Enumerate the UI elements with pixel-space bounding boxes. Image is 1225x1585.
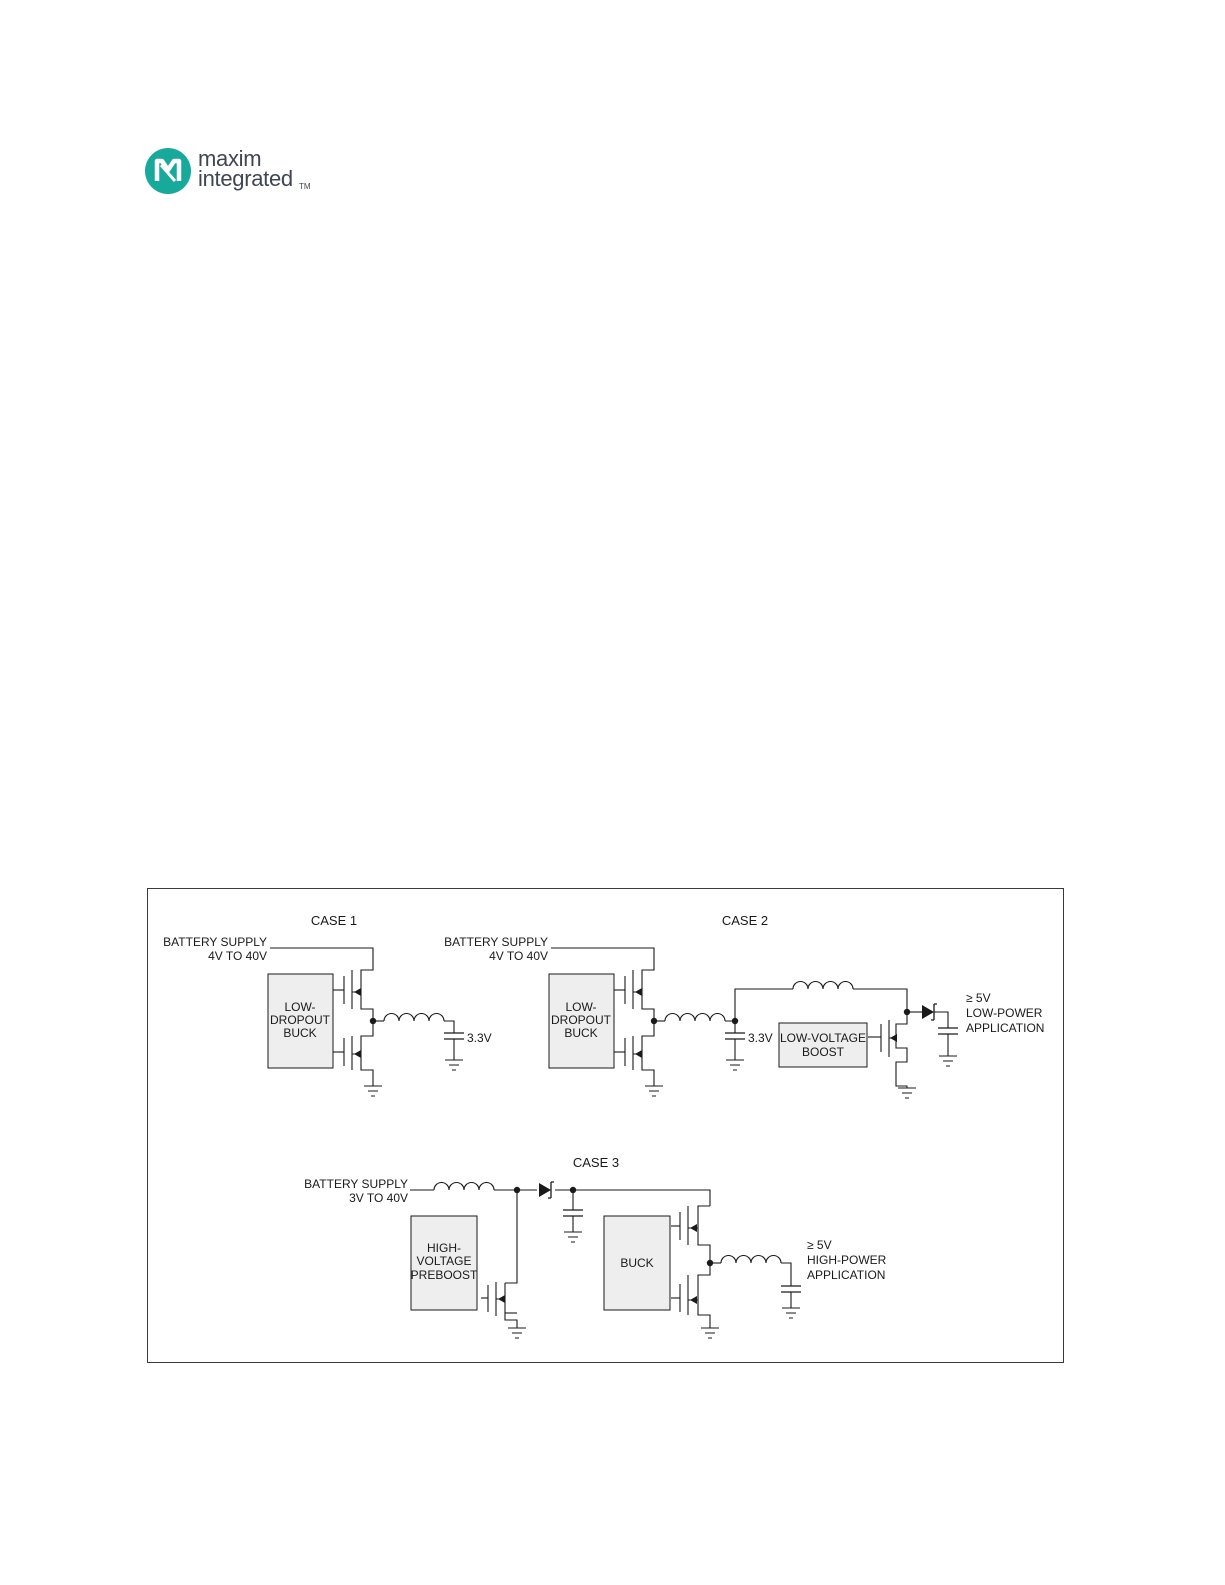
case-3-input-inductor: [434, 1183, 494, 1191]
case-2-high-side-mosfet: [625, 970, 642, 1009]
case-2-boost-line-1: LOW-VOLTAGE: [780, 1031, 866, 1045]
case-1-ground-fet: [364, 1086, 382, 1096]
case-2-title: CASE 2: [722, 913, 768, 928]
logo-word-integrated: integrated: [198, 168, 293, 190]
case-3: CASE 3 BATTERY SUPPLY 3V TO 40V: [304, 1155, 886, 1338]
case-3-title: CASE 3: [573, 1155, 619, 1170]
case-2-boost-mosfet: [881, 1020, 897, 1057]
case-2-app-capacitor: [938, 1028, 958, 1034]
case-3-boost-output-node: [570, 1187, 576, 1193]
case-1-title: CASE 1: [311, 913, 357, 928]
case-3-buck-inductor: [721, 1256, 781, 1264]
case-2-ground-fet: [645, 1086, 663, 1096]
case-3-supply-label: BATTERY SUPPLY: [304, 1177, 408, 1191]
case-3-preboost-mosfet: [488, 1282, 505, 1316]
case-2-boost-inductor: [793, 982, 853, 990]
power-architecture-diagram: CASE 1 BATTERY SUPPLY 4V TO 40V LOW- DRO…: [147, 888, 1064, 1363]
case-1-block-line-2: DROPOUT: [270, 1013, 331, 1027]
case-1-low-side-mosfet: [344, 1036, 361, 1070]
case-3-boost-node: [514, 1187, 520, 1193]
case-1-inductor: [384, 1014, 444, 1022]
maxim-logo-mark-icon: [145, 148, 191, 194]
case-2-output-capacitor: [725, 1033, 745, 1039]
case-2-switch-node: [651, 1018, 657, 1024]
case-3-preboost-line-1: HIGH-: [427, 1241, 461, 1255]
case-3-ground-buck: [701, 1328, 719, 1338]
case-3-app-voltage: ≥ 5V: [807, 1238, 832, 1252]
case-3-switch-node: [707, 1260, 713, 1266]
case-3-low-side-mosfet: [680, 1275, 698, 1315]
case-2-app-voltage: ≥ 5V: [966, 991, 991, 1005]
case-3-supply-range: 3V TO 40V: [349, 1191, 408, 1205]
case-3-boost-capacitor: [563, 1210, 583, 1216]
case-2-block-line-3: BUCK: [564, 1026, 597, 1040]
case-3-app-power: HIGH-POWER: [807, 1253, 887, 1267]
case-2-boost-switch-node: [904, 1009, 910, 1015]
case-2-ground-boost: [898, 1088, 916, 1098]
case-1: CASE 1 BATTERY SUPPLY 4V TO 40V LOW- DRO…: [163, 913, 492, 1096]
case-3-app-label: APPLICATION: [807, 1268, 885, 1282]
case-1-supply-range: 4V TO 40V: [208, 949, 267, 963]
case-3-preboost-line-2: VOLTAGE: [417, 1254, 472, 1268]
case-2-ground-app: [939, 1056, 957, 1066]
case-2: CASE 2 BATTERY SUPPLY 4V TO 40V LOW- DRO…: [444, 913, 1044, 1098]
case-2-buck-inductor: [665, 1014, 725, 1022]
case-3-ground-app: [782, 1308, 800, 1318]
case-1-switch-node: [370, 1018, 376, 1024]
maxim-integrated-logo: maxim integrated TM: [145, 145, 345, 200]
case-2-output-voltage: 3.3V: [748, 1031, 773, 1045]
case-2-block-line-1: LOW-: [565, 1000, 596, 1014]
case-1-supply-label: BATTERY SUPPLY: [163, 935, 267, 949]
case-3-high-side-mosfet: [680, 1206, 698, 1245]
case-1-block-line-3: BUCK: [283, 1026, 316, 1040]
case-3-app-capacitor: [781, 1286, 801, 1292]
case-1-block-line-1: LOW-: [284, 1000, 315, 1014]
logo-trademark: TM: [299, 182, 311, 191]
case-1-ground-cap: [445, 1060, 463, 1070]
case-1-output-capacitor: [444, 1033, 464, 1039]
case-2-boost-line-2: BOOST: [802, 1045, 845, 1059]
case-2-ground-cap: [726, 1060, 744, 1070]
case-3-schottky-diode: [539, 1182, 554, 1198]
case-2-app-label: APPLICATION: [966, 1021, 1044, 1035]
case-1-high-side-mosfet: [344, 970, 361, 1009]
case-3-preboost-line-3: PREBOOST: [411, 1268, 478, 1282]
case-2-output-node: [732, 1018, 738, 1024]
case-3-buck-label: BUCK: [620, 1256, 653, 1270]
case-3-ground-boost-cap: [564, 1232, 582, 1242]
case-3-ground-preboost: [508, 1328, 526, 1338]
case-1-output-voltage: 3.3V: [467, 1031, 492, 1045]
case-2-app-power: LOW-POWER: [966, 1006, 1043, 1020]
case-2-supply-range: 4V TO 40V: [489, 949, 548, 963]
case-2-low-side-mosfet: [625, 1036, 642, 1070]
case-2-supply-label: BATTERY SUPPLY: [444, 935, 548, 949]
case-2-block-line-2: DROPOUT: [551, 1013, 612, 1027]
